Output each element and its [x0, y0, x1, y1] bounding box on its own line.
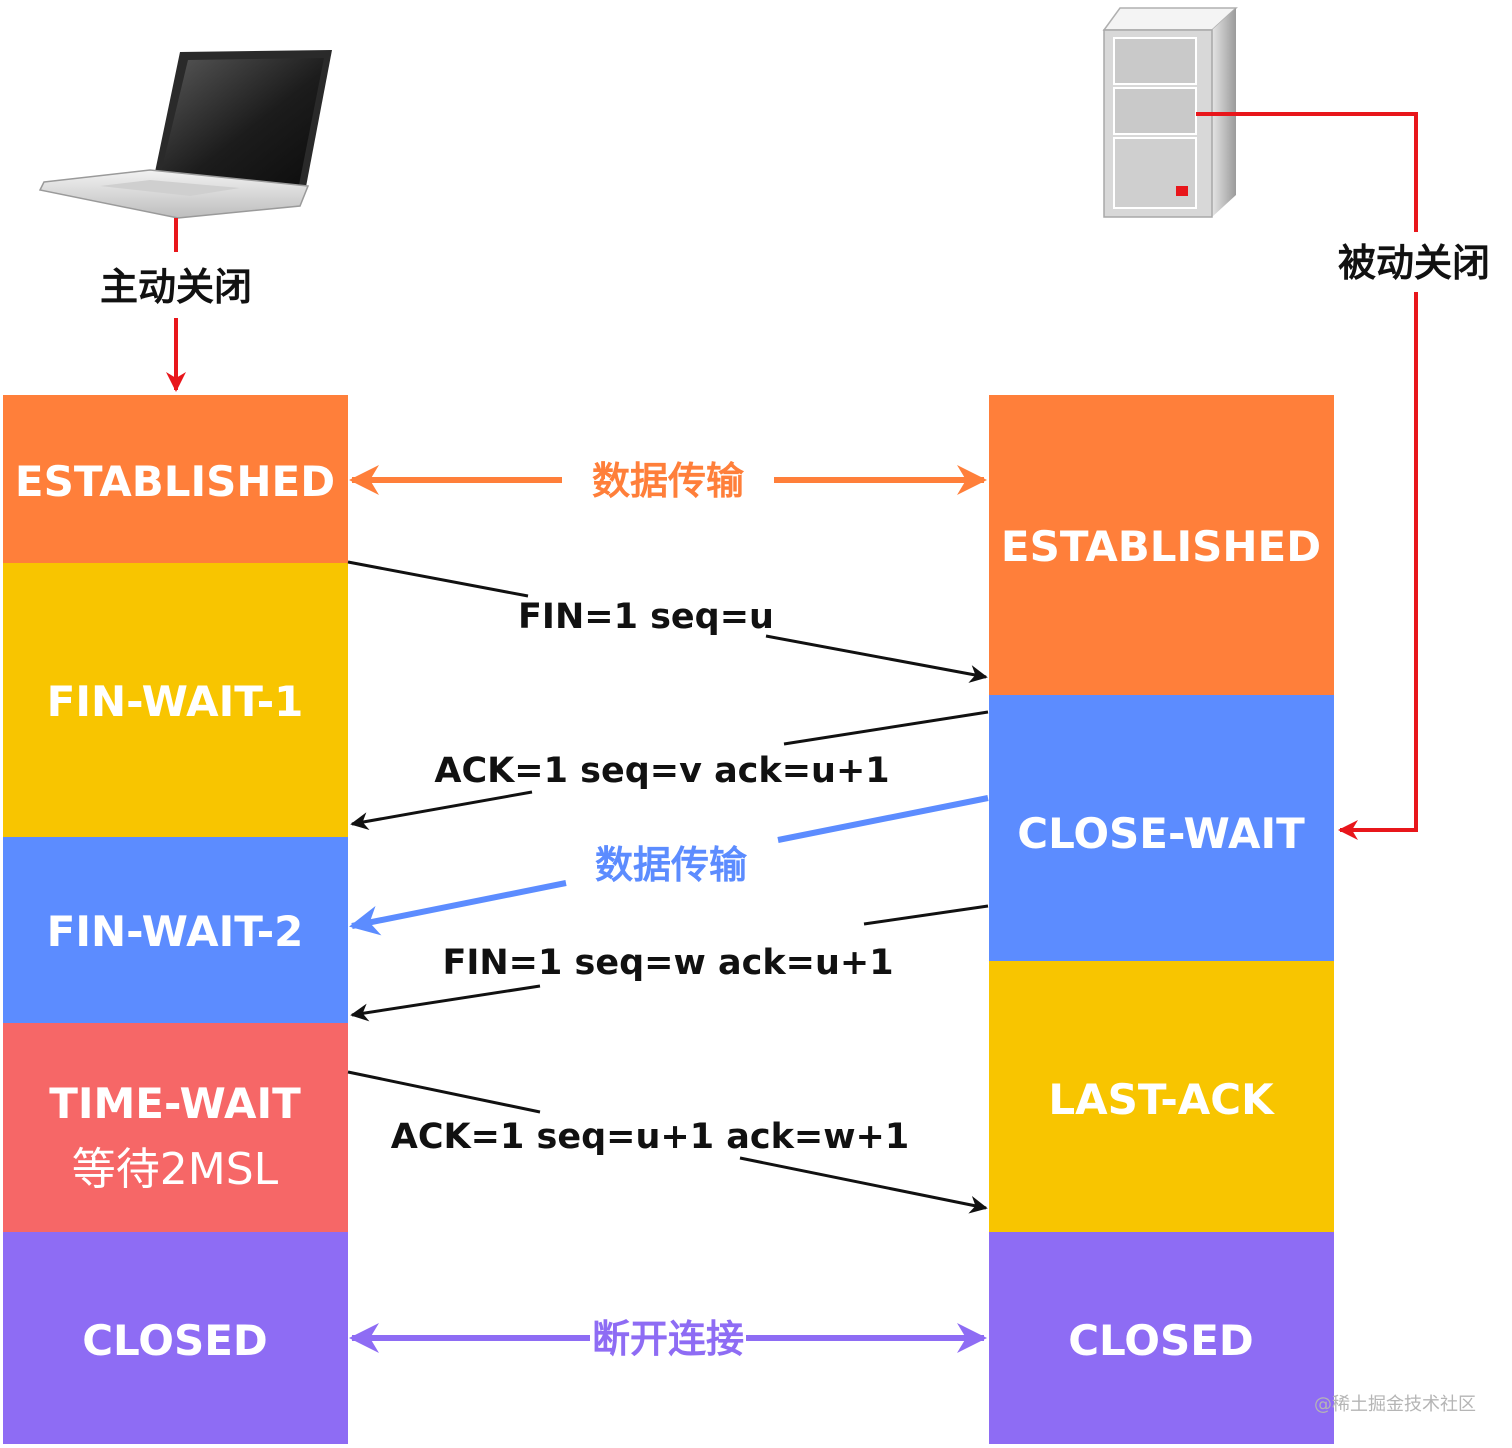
client-time-wait-label: TIME-WAIT	[49, 1079, 301, 1128]
server-state-last-ack	[989, 961, 1334, 1232]
data-transfer-arrow-blue	[349, 795, 989, 936]
server-state-column	[989, 395, 1334, 1444]
client-established-label: ESTABLISHED	[15, 457, 335, 506]
fin-message-arrow-1	[347, 560, 988, 683]
server-state-established	[989, 395, 1334, 695]
fin-message-label-2: FIN=1 seq=w ack=u+1	[442, 943, 893, 983]
client-state-time-wait	[3, 1023, 348, 1232]
ack-message-label-2: ACK=1 seq=u+1 ack=w+1	[391, 1117, 909, 1157]
server-role-label: 被动关闭	[1338, 241, 1490, 285]
server-close-wait-label: CLOSE-WAIT	[1017, 809, 1305, 858]
laptop-icon	[38, 50, 332, 219]
server-established-label: ESTABLISHED	[1001, 522, 1321, 571]
ack-message-label-1: ACK=1 seq=v ack=u+1	[434, 751, 889, 791]
client-state-column	[3, 395, 348, 1444]
server-closed-label: CLOSED	[1068, 1316, 1254, 1365]
fin-message-label-1: FIN=1 seq=u	[518, 597, 774, 637]
fin-message-arrow-2	[350, 904, 989, 1022]
client-state-established	[3, 395, 348, 563]
client-fin-wait-1-label: FIN-WAIT-1	[47, 677, 304, 726]
watermark-text: @稀土掘金技术社区	[1314, 1394, 1476, 1415]
disconnect-label: 断开连接	[592, 1317, 744, 1361]
ack-message-arrow-2	[347, 1070, 988, 1214]
client-state-closed	[3, 1232, 348, 1444]
server-state-close-wait	[989, 695, 1334, 961]
client-fin-wait-2-label: FIN-WAIT-2	[47, 907, 304, 956]
data-transfer-label-2: 数据传输	[595, 843, 748, 887]
ack-message-arrow-1	[350, 710, 989, 831]
server-last-ack-label: LAST-ACK	[1048, 1075, 1275, 1124]
client-state-fin-wait-2	[3, 837, 348, 1023]
server-tower-icon	[1102, 7, 1238, 218]
client-time-wait-sublabel: 等待2MSL	[72, 1144, 279, 1195]
client-closed-label: CLOSED	[82, 1316, 268, 1365]
server-state-closed	[989, 1232, 1334, 1444]
client-role-label: 主动关闭	[100, 265, 252, 309]
data-transfer-label-1: 数据传输	[592, 459, 745, 503]
client-state-fin-wait-1	[3, 563, 348, 837]
server-role-connector	[1196, 112, 1418, 840]
